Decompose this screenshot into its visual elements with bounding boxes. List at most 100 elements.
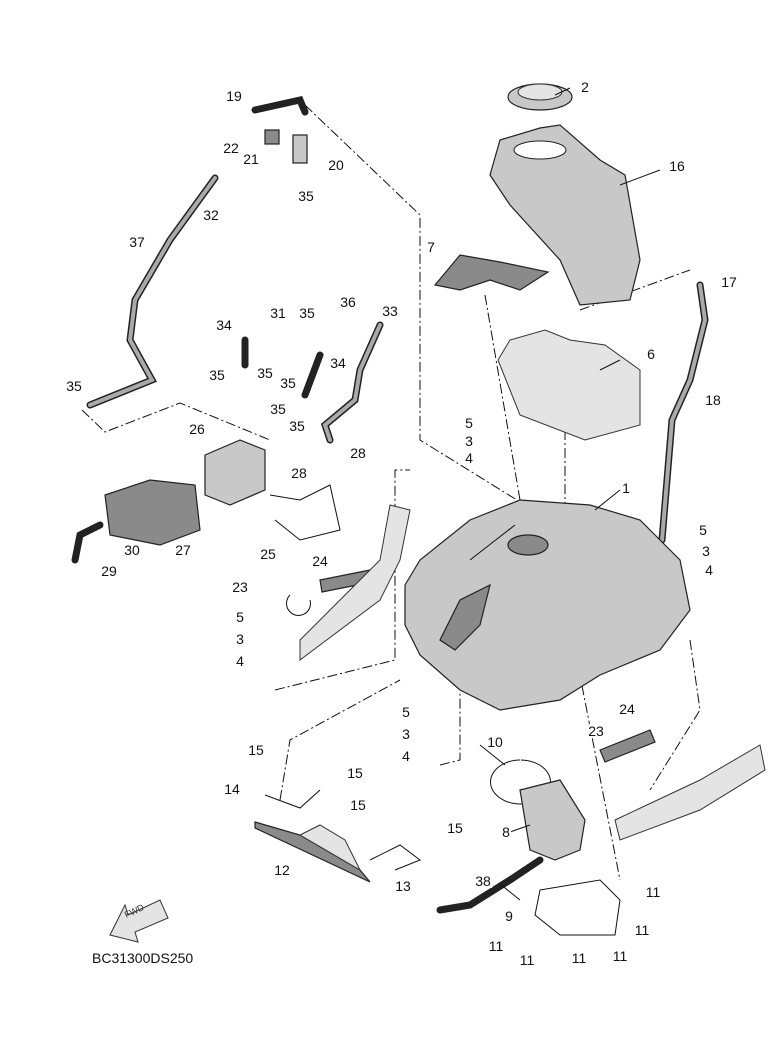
fuel-tank <box>404 499 691 711</box>
callout-32: 32 <box>202 207 220 223</box>
callout-2: 2 <box>580 79 590 95</box>
leader-lines <box>469 87 661 901</box>
gasket-10 <box>490 759 551 805</box>
callout-33: 33 <box>381 303 399 319</box>
callout-18: 18 <box>704 392 722 408</box>
reference-line <box>484 294 521 501</box>
reference-line <box>574 649 621 881</box>
callout-15: 15 <box>247 742 265 758</box>
callout-6: 6 <box>646 346 656 362</box>
bracket-12 <box>254 821 371 883</box>
callout-37: 37 <box>128 234 146 250</box>
reference-line <box>304 104 526 506</box>
callout-3: 3 <box>235 631 245 647</box>
callout-28: 28 <box>290 465 308 481</box>
callout-5: 5 <box>464 415 474 431</box>
part-20 <box>292 134 308 164</box>
callout-9: 9 <box>504 908 514 924</box>
callout-15: 15 <box>346 765 364 781</box>
bracket-7 <box>433 254 550 291</box>
callout-11: 11 <box>633 922 651 938</box>
callout-11: 11 <box>611 948 629 964</box>
callout-3: 3 <box>464 433 474 449</box>
callout-13: 13 <box>394 878 412 894</box>
reference-line <box>279 679 401 801</box>
callout-36: 36 <box>339 294 357 310</box>
callout-21: 21 <box>242 151 260 167</box>
fwd-arrow-icon <box>109 899 169 943</box>
callout-28: 28 <box>349 445 367 461</box>
hose-29 <box>71 521 104 564</box>
reference-line <box>81 402 271 441</box>
callout-25: 25 <box>259 546 277 562</box>
callout-24: 24 <box>618 701 636 717</box>
callout-23: 23 <box>587 723 605 739</box>
tank-top-cover <box>489 124 641 306</box>
callout-35: 35 <box>256 365 274 381</box>
callout-30: 30 <box>123 542 141 558</box>
hose-38 <box>436 856 544 914</box>
callout-27: 27 <box>174 542 192 558</box>
reference-line <box>439 689 480 766</box>
callout-22: 22 <box>222 140 240 156</box>
callout-23: 23 <box>231 579 249 595</box>
fuel-cap-top <box>517 83 563 101</box>
callout-5: 5 <box>235 609 245 625</box>
callout-8: 8 <box>501 824 511 840</box>
callout-35: 35 <box>208 367 226 383</box>
callout-11: 11 <box>644 884 662 900</box>
callout-35: 35 <box>269 401 287 417</box>
callout-11: 11 <box>570 950 588 966</box>
callout-3: 3 <box>401 726 411 742</box>
diagram-code: BC31300DS250 <box>92 950 194 966</box>
frame-outline-right <box>614 744 766 841</box>
canister-26 <box>204 439 266 506</box>
plate-9 <box>534 879 621 936</box>
bracket-13 <box>369 844 422 871</box>
callout-34: 34 <box>215 317 233 333</box>
panel-6 <box>497 329 641 441</box>
callout-12: 12 <box>273 862 291 878</box>
callout-20: 20 <box>327 157 345 173</box>
callout-11: 11 <box>518 952 536 968</box>
hose-34b <box>301 351 324 399</box>
bracket-12-plate <box>298 824 362 872</box>
reference-line <box>649 639 701 791</box>
frame-outline <box>299 504 411 661</box>
callout-31: 31 <box>269 305 287 321</box>
bracket-14 <box>264 789 321 809</box>
callout-35: 35 <box>65 378 83 394</box>
fuel-pump <box>519 779 586 861</box>
callout-1: 1 <box>621 480 631 496</box>
callout-15: 15 <box>446 820 464 836</box>
hose-32 <box>86 174 219 409</box>
callout-38: 38 <box>474 873 492 889</box>
callout-3: 3 <box>701 543 711 559</box>
clamp-23 <box>286 594 311 616</box>
callout-5: 5 <box>401 704 411 720</box>
callout-24: 24 <box>311 553 329 569</box>
callout-35: 35 <box>288 418 306 434</box>
callout-7: 7 <box>426 239 436 255</box>
callout-26: 26 <box>188 421 206 437</box>
part-21 <box>264 129 280 145</box>
callout-35: 35 <box>298 305 316 321</box>
callout-5: 5 <box>698 522 708 538</box>
callout-15: 15 <box>349 797 367 813</box>
callout-35: 35 <box>297 188 315 204</box>
bracket-25 <box>269 484 341 541</box>
canister-27 <box>104 479 201 546</box>
callout-29: 29 <box>100 563 118 579</box>
callout-16: 16 <box>668 158 686 174</box>
callout-11: 11 <box>487 938 505 954</box>
callout-4: 4 <box>704 562 714 578</box>
fuel-pump-opening <box>507 534 549 556</box>
hose-18 <box>658 281 709 544</box>
callout-34: 34 <box>329 355 347 371</box>
callout-10: 10 <box>486 734 504 750</box>
callout-4: 4 <box>401 748 411 764</box>
cover-filler-opening <box>513 140 567 160</box>
callout-35: 35 <box>279 375 297 391</box>
